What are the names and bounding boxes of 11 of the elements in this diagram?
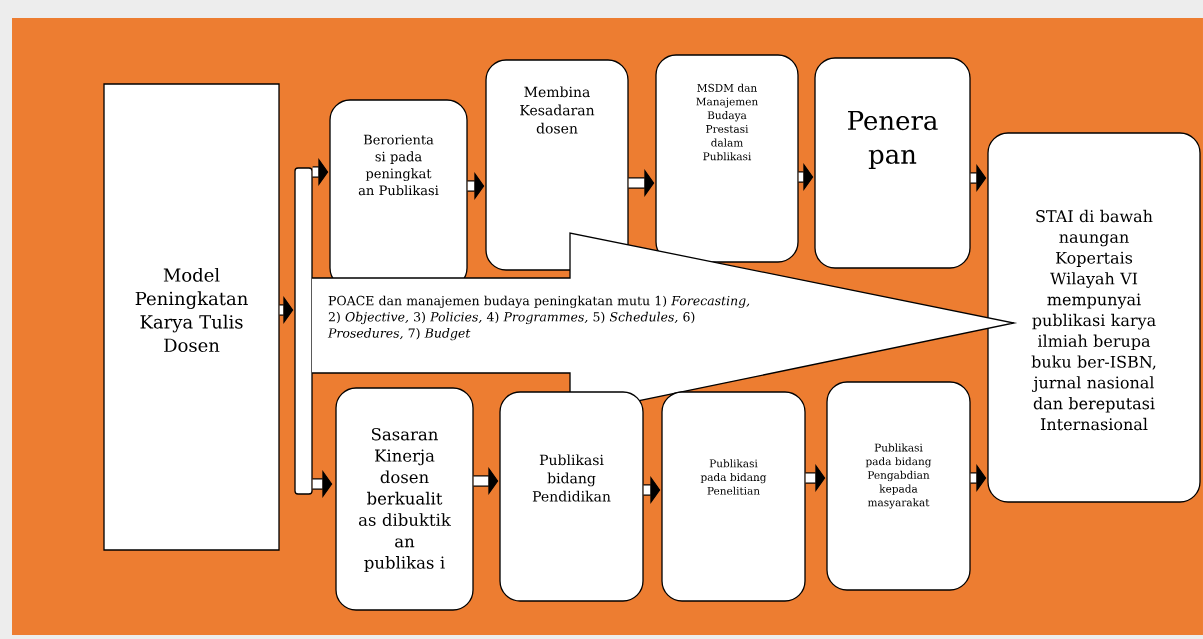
process-box: Membina Kesadaran dosen [485, 59, 629, 271]
process-box: MSDM dan Manajemen Budaya Prestasi dalam Publikasi [655, 54, 799, 263]
process-box: Penera pan [814, 57, 971, 269]
connector-bar [294, 167, 313, 495]
model-box: Model Peningkatan Karya Tulis Dosen [103, 83, 280, 551]
process-box: Berorienta si pada peningkat an Publikasi [329, 99, 468, 289]
process-box: Publikasi pada bidang Penelitian [661, 391, 806, 602]
process-box: STAI di bawah naungan Kopertais Wilayah VI mempunyai publikasi karya ilmiah berupa buku ber-ISBN, jurnal nasional dan bereputasi Internasional [987, 132, 1201, 503]
process-box: Publikasi bidang Pendidikan [499, 391, 644, 602]
process-box: Publikasi pada bidang Pengabdian kepada masyarakat [826, 381, 971, 591]
process-box: Sasaran Kinerja dosen berkualit as dibuktik an publikas i [335, 387, 474, 611]
